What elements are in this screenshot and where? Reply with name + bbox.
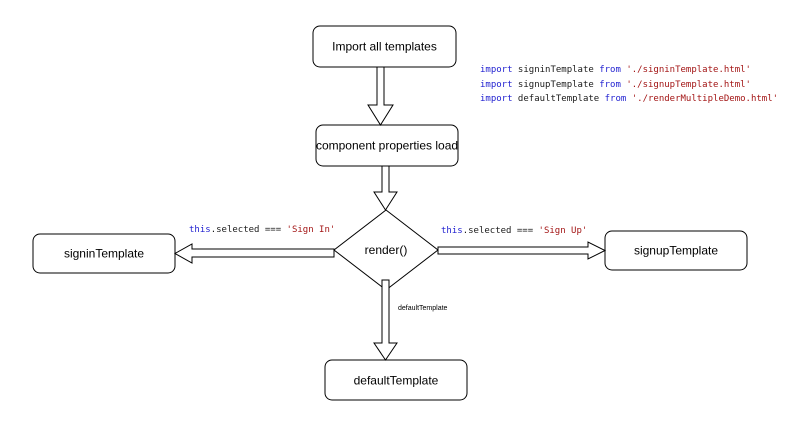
arrow-render-to-signin: [173, 243, 335, 264]
import-name: signinTemplate: [513, 65, 600, 75]
condition-signup-rest: .selected ===: [463, 226, 539, 236]
node-default-label: defaultTemplate: [354, 374, 439, 388]
condition-signup-keyword: this: [441, 226, 463, 236]
import-line-3: import defaultTemplate from './renderMul…: [480, 94, 778, 104]
node-signin-template: signinTemplate: [32, 233, 176, 274]
condition-signup: this.selected === 'Sign Up': [441, 226, 587, 236]
import-keyword: import: [480, 65, 513, 75]
import-name: defaultTemplate: [513, 94, 605, 104]
node-render-label: render(): [365, 243, 408, 257]
node-import-all-label: Import all templates: [332, 40, 437, 54]
from-keyword: from: [605, 94, 627, 104]
node-default-template: defaultTemplate: [324, 359, 468, 401]
import-code-block: import signinTemplate from './signinTemp…: [480, 65, 778, 104]
import-path: './signinTemplate.html': [621, 65, 751, 75]
import-line-2: import signupTemplate from './signupTemp…: [480, 80, 751, 90]
node-component-load-label: component properties load: [316, 139, 458, 153]
node-component-properties-load: component properties load: [315, 124, 459, 167]
import-keyword: import: [480, 80, 513, 90]
node-signup-template: signupTemplate: [604, 230, 748, 271]
import-path: './renderMultipleDemo.html': [626, 94, 778, 104]
condition-default: defaultTemplate: [398, 305, 448, 312]
arrow-render-to-signup: [437, 241, 607, 260]
condition-signin: this.selected === 'Sign In': [189, 225, 335, 235]
import-line-1: import signinTemplate from './signinTemp…: [480, 65, 751, 75]
node-render-decision: render(): [333, 209, 439, 291]
condition-signin-string: 'Sign In': [287, 225, 336, 235]
arrow-load-to-render: [373, 165, 398, 211]
from-keyword: from: [599, 65, 621, 75]
import-keyword: import: [480, 94, 513, 104]
import-name: signupTemplate: [513, 80, 600, 90]
node-signup-label: signupTemplate: [634, 244, 718, 258]
node-import-all-templates: Import all templates: [312, 25, 457, 68]
node-signin-label: signinTemplate: [64, 247, 144, 261]
import-path: './signupTemplate.html': [621, 80, 751, 90]
condition-signin-rest: .selected ===: [211, 225, 287, 235]
from-keyword: from: [599, 80, 621, 90]
condition-signup-string: 'Sign Up': [539, 226, 588, 236]
arrow-render-to-default: [373, 279, 398, 361]
condition-signin-keyword: this: [189, 225, 211, 235]
arrow-import-to-load: [367, 66, 394, 126]
